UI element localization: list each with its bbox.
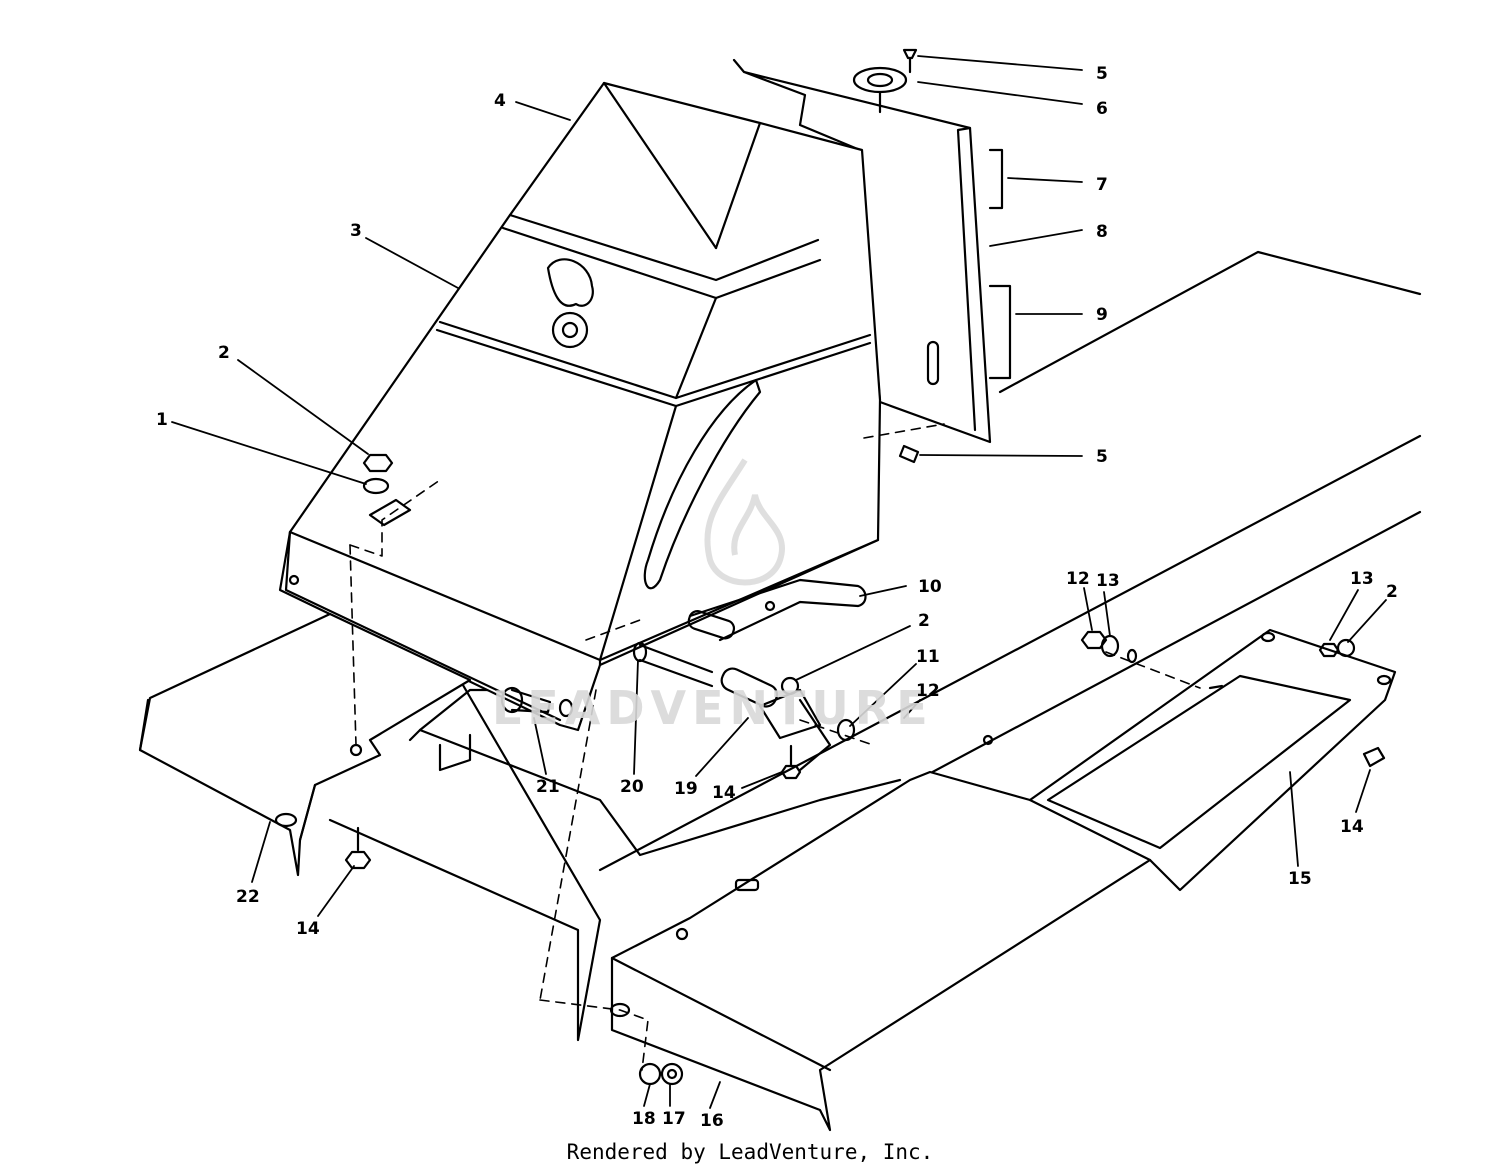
callout-19: 19 xyxy=(674,779,698,799)
callout-20: 20 xyxy=(620,777,644,797)
callout-15: 15 xyxy=(1288,869,1312,889)
callout-6: 6 xyxy=(1096,99,1108,119)
callout-13a: 13 xyxy=(1096,571,1120,591)
callout-8: 8 xyxy=(1096,222,1108,242)
right-running-board xyxy=(609,770,1152,1132)
callout-3: 3 xyxy=(350,221,362,241)
callout-labels: 5 6 4 7 8 3 9 2 1 5 10 12 13 13 2 2 11 1… xyxy=(156,64,1398,1131)
callout-5a: 5 xyxy=(1096,64,1108,84)
callout-18: 18 xyxy=(632,1109,656,1129)
callout-17: 17 xyxy=(662,1109,686,1129)
callout-13b: 13 xyxy=(1350,569,1374,589)
callout-2c: 2 xyxy=(1386,582,1398,602)
callout-5b: 5 xyxy=(1096,447,1108,467)
leader-lines xyxy=(171,55,1387,1109)
watermark: LEADVENTURE xyxy=(492,458,934,735)
callout-4: 4 xyxy=(494,91,506,111)
hardware xyxy=(344,48,1386,1086)
callout-7: 7 xyxy=(1096,175,1108,195)
callout-12a: 12 xyxy=(1066,569,1090,589)
callout-14c: 14 xyxy=(296,919,320,939)
footer-credit: Rendered by LeadVenture, Inc. xyxy=(567,1140,934,1164)
dashed-guides xyxy=(349,423,1201,1071)
side-step-panel xyxy=(1028,628,1397,892)
callout-2b: 2 xyxy=(918,611,930,631)
lever-assembly xyxy=(632,578,867,740)
callout-11: 11 xyxy=(916,647,940,667)
callout-9: 9 xyxy=(1096,305,1108,325)
watermark-text: LEADVENTURE xyxy=(492,681,934,735)
callout-22: 22 xyxy=(236,887,260,907)
left-fender xyxy=(138,612,472,877)
callout-2a: 2 xyxy=(218,343,230,363)
callout-21: 21 xyxy=(536,777,560,797)
bolt-21 xyxy=(500,686,574,718)
callout-1: 1 xyxy=(156,410,168,430)
callout-16: 16 xyxy=(700,1111,724,1131)
callout-12b: 12 xyxy=(916,681,940,701)
callout-10: 10 xyxy=(918,577,942,597)
callout-14b: 14 xyxy=(1340,817,1364,837)
callout-14a: 14 xyxy=(712,783,736,803)
